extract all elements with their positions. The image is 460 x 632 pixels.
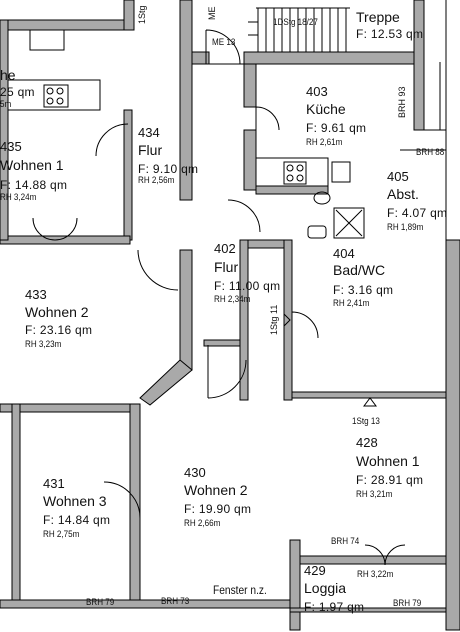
room-rh-433: RH 3,23m	[25, 339, 62, 350]
fenster-label: Fenster n.z.	[213, 583, 267, 597]
room-number-402: 402	[214, 241, 236, 256]
room-area-435: F: 14.88 qm	[0, 178, 68, 192]
brh-label-74: BRH 74	[331, 536, 360, 547]
room-number-430: 430	[184, 465, 206, 480]
room-area-431: F: 14.84 qm	[43, 513, 111, 527]
room-number-431: 431	[43, 476, 65, 491]
room-rh-partial: 5m	[0, 99, 12, 110]
room-area-402: F: 11.00 qm	[214, 279, 281, 293]
room-number-403: 403	[306, 84, 328, 99]
room-name-405: Abst.	[387, 186, 419, 202]
brh-label-79a: BRH 79	[86, 597, 115, 608]
brh-label-93: BRH 93	[397, 86, 407, 118]
room-rh-405: RH 1,89m	[387, 222, 424, 233]
stair-label-1: 1DStg 18/27	[273, 17, 318, 28]
thin-lines	[8, 0, 447, 601]
stair-label-2: 1Stg 13	[352, 416, 380, 427]
me-label-top: ME	[207, 6, 217, 21]
room-number-405: 405	[387, 169, 409, 184]
room-name-404: Bad/WC	[333, 262, 386, 278]
stair-label-3: 1Stg 11	[269, 304, 279, 335]
room-area-433: F: 23.16 qm	[25, 323, 93, 337]
brh-label-88: BRH 88	[416, 147, 445, 158]
room-name-435: Wohnen 1	[0, 157, 64, 173]
room-area-434: F: 9.10 qm	[138, 162, 199, 176]
room-name-433: Wohnen 2	[25, 304, 89, 320]
room-number-433: 433	[25, 287, 47, 302]
brh-label-73: BRH 73	[161, 596, 190, 607]
room-rh-428: RH 3,21m	[356, 489, 393, 500]
brh-label-79b: BRH 79	[393, 598, 422, 609]
room-area-partial: 25 qm	[0, 85, 35, 99]
room-rh-403: RH 2,61m	[306, 137, 343, 148]
room-area-403: F: 9.61 qm	[306, 121, 367, 135]
room-name-partial: he	[0, 67, 16, 83]
me-label-13: ME 13	[212, 37, 236, 48]
room-rh-429: RH 3,22m	[357, 569, 394, 580]
room-area-430: F: 19.90 qm	[184, 502, 252, 516]
room-rh-402: RH 2,34m	[214, 294, 251, 305]
room-name-430: Wohnen 2	[184, 482, 248, 498]
room-number-434: 434	[138, 125, 160, 140]
room-area-428: F: 28.91 qm	[356, 473, 424, 487]
room-rh-434: RH 2,56m	[138, 175, 175, 186]
room-area-429: F: 1.97 qm	[304, 600, 365, 614]
room-number-404: 404	[333, 246, 355, 261]
room-number-435: 435	[0, 139, 22, 154]
room-rh-404: RH 2,41m	[333, 298, 370, 309]
room-rh-431: RH 2,75m	[43, 529, 80, 540]
room-name-403: Küche	[306, 101, 346, 117]
room-number-429: 429	[304, 563, 326, 578]
room-area-405: F: 4.07 qm	[387, 206, 448, 220]
room-number-428: 428	[356, 435, 378, 450]
room-name-402: Flur	[214, 259, 239, 275]
room-area-treppe: F: 12.53 qm	[356, 27, 424, 41]
stair-label-top: 1Stg	[137, 5, 147, 24]
room-area-404: F: 3.16 qm	[333, 283, 394, 297]
room-rh-435: RH 3,24m	[0, 192, 37, 203]
room-name-429: Loggia	[304, 580, 347, 596]
room-name-434: Flur	[138, 142, 163, 158]
room-rh-430: RH 2,66m	[184, 518, 221, 529]
room-name-428: Wohnen 1	[356, 453, 420, 469]
room-name-treppe: Treppe	[356, 9, 400, 25]
room-name-431: Wohnen 3	[43, 493, 107, 509]
